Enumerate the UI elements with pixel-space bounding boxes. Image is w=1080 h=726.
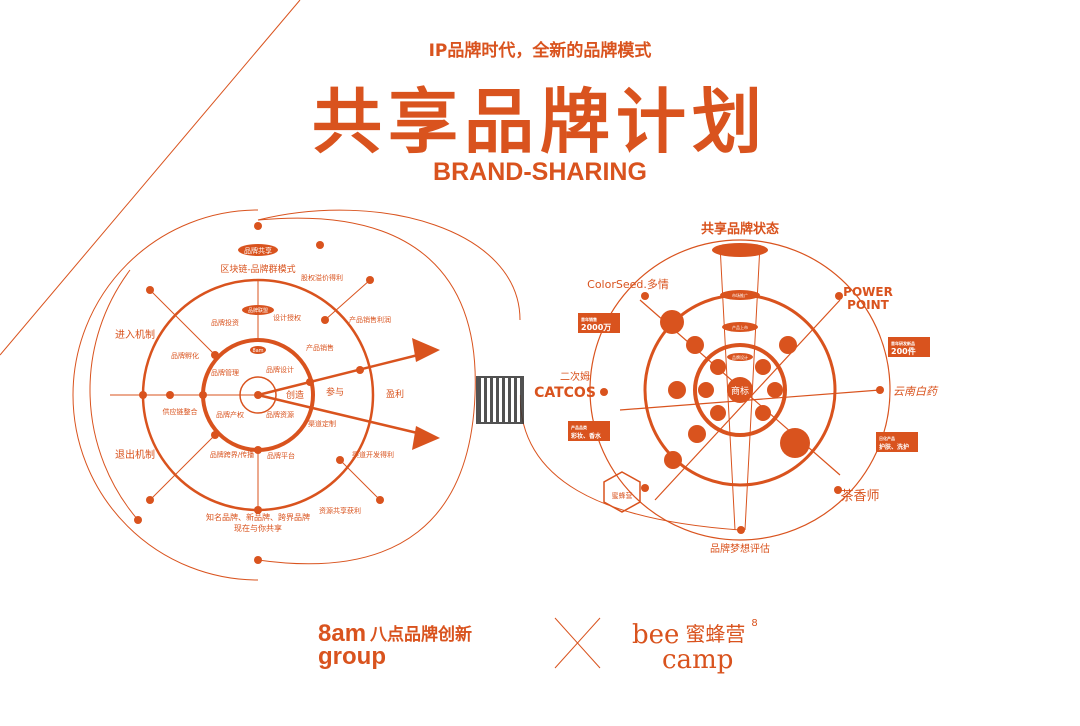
logo-chaxiangshi: 茶香师 (840, 488, 879, 504)
label-equity: 股权溢价得利 (301, 273, 343, 282)
logo1-group: group (318, 643, 386, 670)
box1-value: 2000万 (581, 323, 611, 332)
left-outer-arc (72, 209, 259, 581)
logo2-number: 8 (751, 618, 758, 629)
logo-beecamp-badge: 蜜蜂营 (612, 491, 633, 500)
label-entry: 进入机制 (115, 328, 155, 341)
label-profit: 盈利 (386, 388, 404, 400)
logo-catcos: CATCOS (534, 385, 596, 401)
logo-yunnan-baiyao: 云南白药 (893, 385, 939, 398)
label-product-sales: 产品销售 (306, 343, 334, 352)
pill-brand-alliance: 品牌联盟 (248, 307, 268, 314)
pill-design: 品牌设计 (732, 354, 748, 360)
label-channel: 渠道定制 (308, 419, 336, 428)
logo-catcos-cn: 二次姆 (560, 370, 590, 383)
logo2-cn: 蜜蜂营 (685, 622, 746, 646)
label-manage: 品牌管理 (211, 368, 239, 377)
center-trademark: 商标 (731, 385, 749, 397)
pill-launch: 产品上市 (732, 324, 748, 330)
right-title: 共享品牌状态 (701, 221, 779, 237)
logo-beecamp: bee 蜜蜂营 8 camp (632, 618, 758, 673)
box2-value: 200件 (891, 346, 916, 356)
bottom-line-2: 现在与你共享 (234, 523, 282, 533)
label-property: 品牌产权 (216, 410, 244, 419)
box2-caption: 首年研发新品 (891, 340, 915, 346)
label-channel-profit: 渠道开发得利 (352, 450, 394, 459)
bottom-line-1: 知名品牌、新品牌、跨界品牌 (206, 512, 310, 522)
qr-code[interactable] (476, 376, 524, 424)
logo-powerpoint-2: POINT (847, 298, 890, 312)
label-supply: 供应链整合 (163, 407, 198, 416)
box4-value: 护肤、洗护 (879, 443, 909, 451)
box3-caption: 产品品类 (571, 424, 587, 430)
arrow-head-icon (412, 426, 440, 450)
logo-colorseed: ColorSeed.多情 (587, 277, 669, 291)
pill-brand-sharing: 品牌共享 (244, 246, 272, 255)
page-title: 共享品牌计划 (312, 81, 768, 163)
label-design: 品牌设计 (266, 365, 294, 374)
box1-caption: 首年销售 (581, 316, 597, 322)
box4-caption: 日化产品 (879, 435, 895, 441)
label-participate: 参与 (326, 386, 344, 398)
label-exit: 退出机制 (115, 448, 155, 461)
label-incubate: 品牌孵化 (171, 351, 199, 360)
logo-powerpoint: POWER (843, 285, 893, 299)
label-platform: 品牌平台 (267, 451, 295, 460)
beecamp-hexagon (603, 471, 641, 513)
label-crossover: 品牌跨界/传播 (210, 450, 254, 459)
logo1-8am: 8am (318, 620, 367, 647)
label-create: 创造 (286, 389, 304, 401)
arrow-head-icon (412, 338, 440, 362)
box3-value: 彩妆、香水 (570, 432, 602, 440)
label-share-profit: 资源共享获利 (319, 506, 361, 515)
logo2-camp: camp (662, 645, 734, 675)
pill-8am: 8am (252, 348, 263, 354)
subtitle: IP品牌时代，全新的品牌模式 (428, 41, 652, 61)
label-dream-evaluation: 品牌梦想评估 (710, 542, 770, 555)
logo2-bee: bee (632, 620, 680, 650)
label-invest: 品牌投资 (211, 318, 239, 327)
label-design-auth: 设计授权 (273, 313, 301, 322)
left-spiral (257, 217, 476, 565)
label-resource: 品牌资源 (266, 410, 294, 419)
pill-marketing: 市场推广 (732, 292, 748, 298)
label-sales-profit: 产品销售利润 (349, 315, 391, 324)
english-title: BRAND-SHARING (433, 158, 647, 186)
logo-8am-group: 8am 八点品牌创新 group (318, 620, 472, 669)
logo1-cn: 八点品牌创新 (370, 625, 473, 644)
label-blockchain: 区块链-品牌群模式 (220, 263, 295, 275)
